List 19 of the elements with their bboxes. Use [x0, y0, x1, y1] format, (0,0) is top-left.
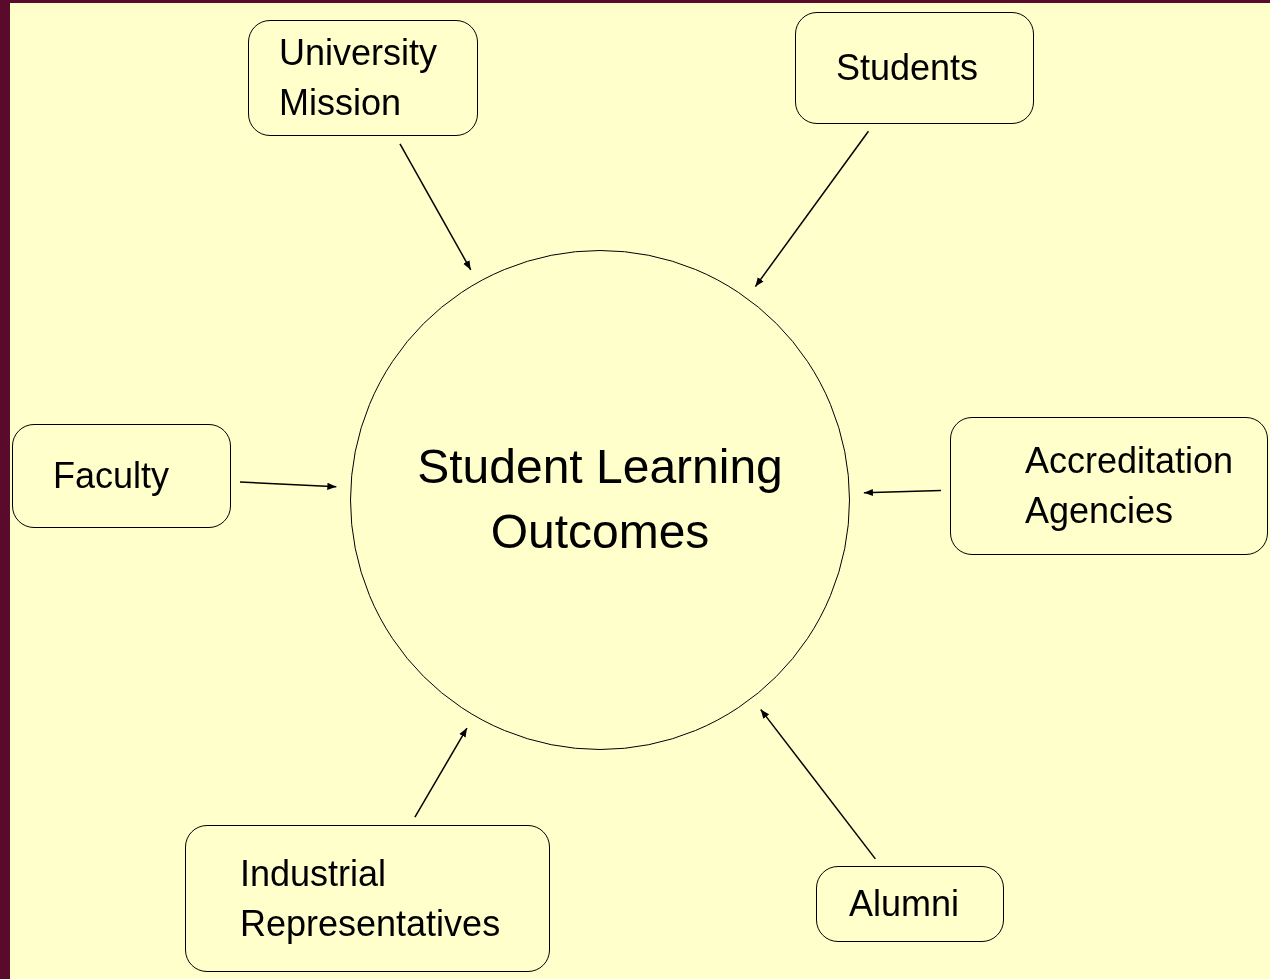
source-box: [795, 12, 1034, 124]
arrow: [414, 727, 468, 818]
source-box: [185, 825, 550, 972]
source-box: [248, 20, 478, 136]
box-label: Industrial Representatives: [240, 851, 502, 946]
box-label: Alumni: [849, 882, 960, 927]
box-label: University Mission: [279, 31, 439, 125]
source-box: [950, 417, 1268, 555]
circle-label: Student Learning Outcomes: [416, 439, 784, 560]
arrow: [239, 481, 338, 490]
arrow: [863, 488, 942, 497]
box-label: Accreditation Agencies: [1025, 439, 1235, 533]
arrow: [754, 130, 870, 288]
box-label: Students: [836, 46, 979, 91]
arrow: [399, 143, 472, 271]
box-label: Faculty: [53, 454, 170, 499]
source-box: [12, 424, 231, 528]
arrow: [759, 708, 877, 860]
source-box: [816, 866, 1004, 942]
